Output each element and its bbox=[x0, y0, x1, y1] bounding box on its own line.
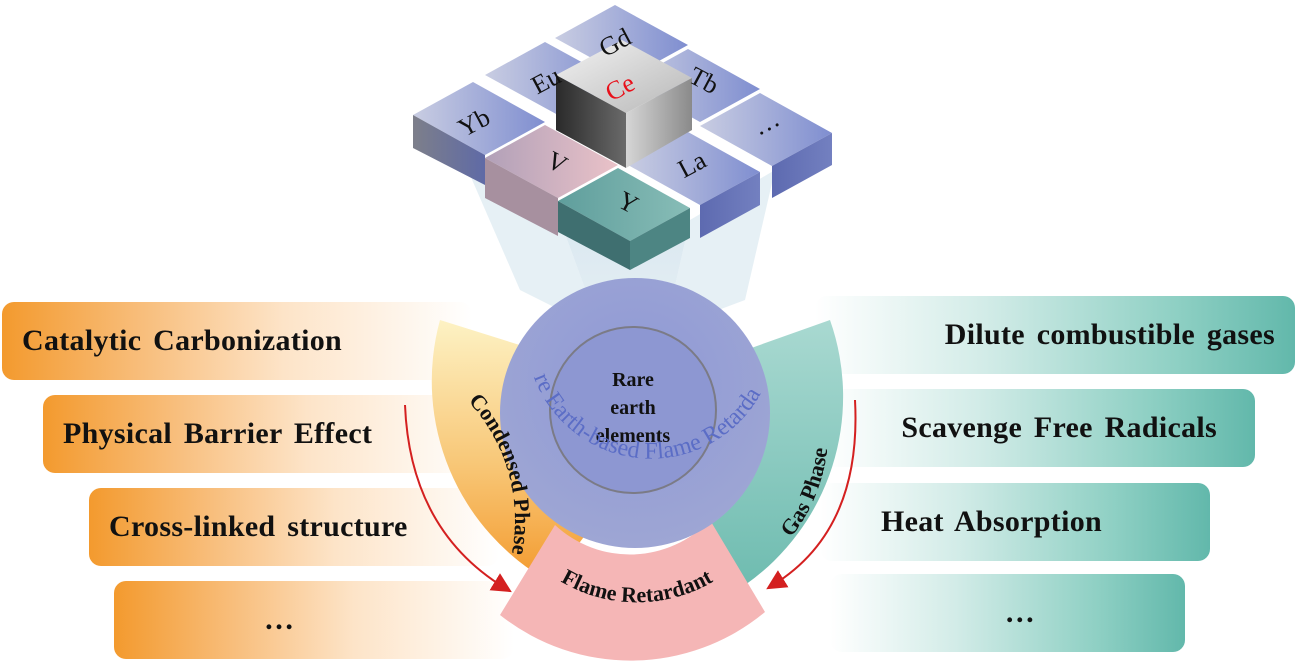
condensed-item-label: Cross-linked structure bbox=[109, 510, 408, 543]
tile-yb-side bbox=[413, 115, 485, 185]
tile-ce-side-right bbox=[626, 78, 692, 168]
inner-line-2: earth bbox=[610, 397, 656, 419]
tile-la-side bbox=[700, 172, 760, 238]
condensed-item-more: … bbox=[114, 581, 514, 659]
gas-item-more: … bbox=[830, 574, 1185, 652]
gas-item-label: … bbox=[1004, 596, 1035, 629]
gas-item-heat-absorption: Heat Absorption bbox=[820, 483, 1210, 561]
condensed-item-physical-barrier: Physical Barrier Effect bbox=[43, 395, 483, 473]
projection-beam-left bbox=[470, 175, 600, 330]
element-grid: Gd Eu Tb Yb V La Y … Ce bbox=[413, 5, 832, 270]
tile-y-side-right bbox=[630, 208, 690, 270]
tile-la bbox=[628, 132, 760, 205]
tile-v bbox=[485, 125, 618, 198]
tile-ce-top bbox=[556, 40, 692, 113]
condensed-item-label: Physical Barrier Effect bbox=[63, 417, 373, 450]
gas-arrow bbox=[766, 399, 857, 590]
inner-circle bbox=[549, 326, 717, 494]
tile-yb bbox=[413, 82, 545, 155]
inner-line-1: Rare bbox=[612, 369, 654, 391]
tile-y bbox=[558, 168, 690, 241]
gas-item-label: Heat Absorption bbox=[880, 505, 1102, 538]
gas-item-label: Scavenge Free Radicals bbox=[901, 411, 1217, 444]
gas-item-label: Dilute combustible gases bbox=[944, 318, 1275, 351]
inner-line-3: elements bbox=[596, 425, 671, 447]
gas-item-scavenge-radicals: Scavenge Free Radicals bbox=[825, 389, 1255, 467]
flame-retardant-arc bbox=[500, 520, 765, 661]
gas-phase-arc bbox=[690, 320, 844, 585]
condensed-arrow bbox=[404, 404, 512, 593]
tile-more bbox=[700, 93, 832, 166]
tile-more-side bbox=[772, 133, 832, 198]
tile-ce-side-left bbox=[556, 75, 626, 168]
condensed-item-cross-linked: Cross-linked structure bbox=[89, 488, 499, 566]
condensed-item-label: Catalytic Carbonization bbox=[22, 324, 343, 357]
gas-item-dilute-gases: Dilute combustible gases bbox=[815, 296, 1295, 374]
condensed-item-catalytic-carbonization: Catalytic Carbonization bbox=[2, 302, 472, 380]
tile-y-side-left bbox=[558, 201, 630, 270]
tile-v-side bbox=[485, 158, 558, 236]
condensed-item-label: … bbox=[264, 603, 295, 636]
